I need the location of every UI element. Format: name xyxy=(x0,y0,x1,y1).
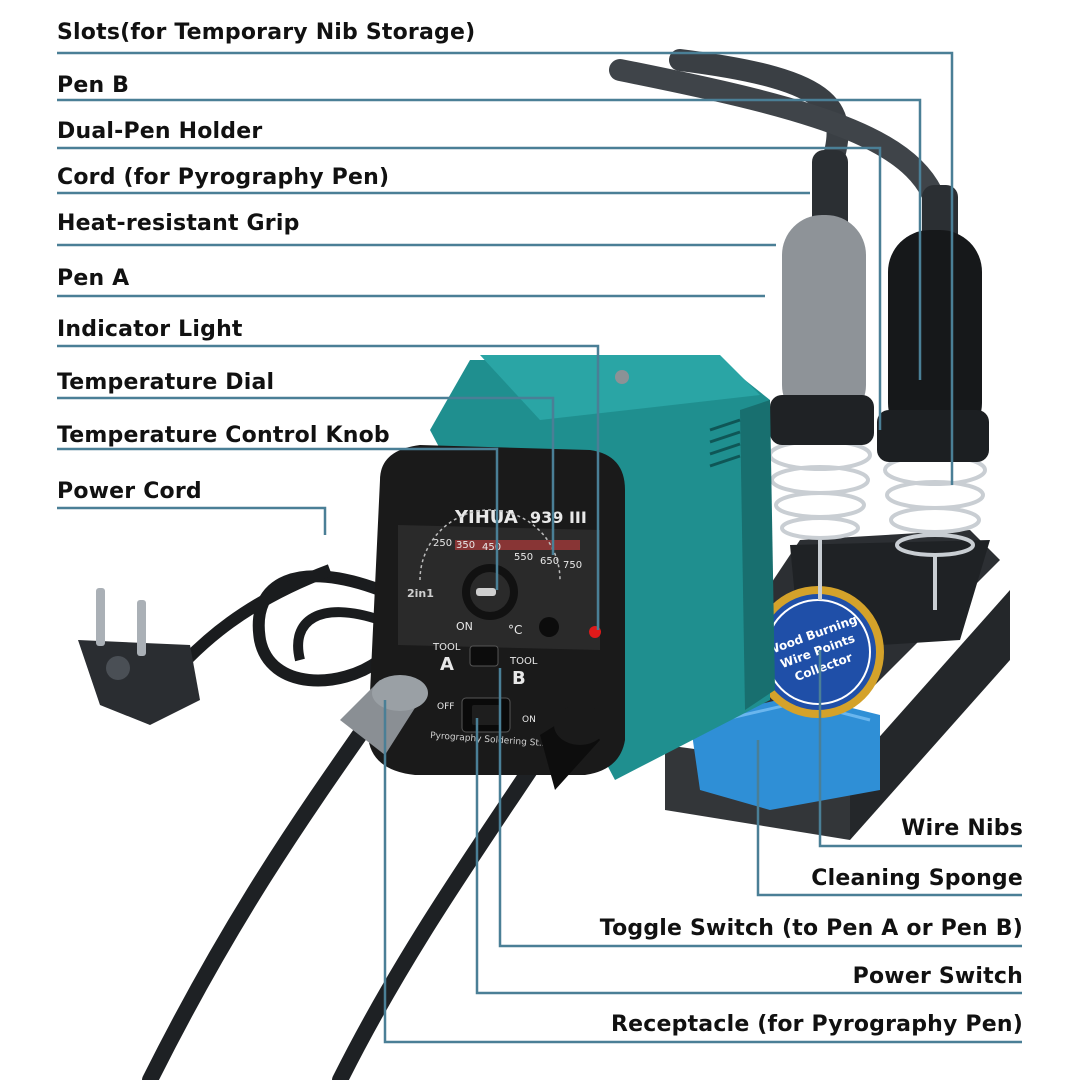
nib-collector-tin: Wood Burning Wire Points Collector xyxy=(752,586,884,718)
receptacles xyxy=(340,675,606,790)
power-plug xyxy=(78,588,200,725)
holder-coils xyxy=(768,439,987,610)
model-text: 939 III xyxy=(530,508,587,527)
label-slots: Slots(for Temporary Nib Storage) xyxy=(57,20,476,45)
pen-b xyxy=(877,185,989,462)
label-pen-b: Pen B xyxy=(57,73,130,98)
scale-250: 250 xyxy=(433,538,452,549)
label-cleaning-sponge: Cleaning Sponge xyxy=(811,866,1023,891)
tool-a-letter: A xyxy=(440,654,454,675)
leader-lines xyxy=(57,51,1022,1044)
label-indicator-light: Indicator Light xyxy=(57,317,243,342)
off-label: OFF xyxy=(437,702,454,712)
scale-550: 550 xyxy=(514,552,533,563)
tool-b-caption: TOOL xyxy=(509,656,538,667)
scale-350: 350 xyxy=(456,540,475,551)
label-power-switch: Power Switch xyxy=(852,964,1023,989)
label-receptacle: Receptacle (for Pyrography Pen) xyxy=(611,1012,1023,1037)
on-switch-label: ON xyxy=(522,715,536,725)
scale-650: 650 xyxy=(540,556,559,567)
label-toggle-switch: Toggle Switch (to Pen A or Pen B) xyxy=(599,916,1023,941)
unit-label: °C xyxy=(508,623,522,637)
scale-750: 750 xyxy=(563,560,582,571)
label-cord: Cord (for Pyrography Pen) xyxy=(57,165,390,190)
label-wire-nibs: Wire Nibs xyxy=(901,816,1023,841)
label-pen-a: Pen A xyxy=(57,266,130,291)
tool-b-letter: B xyxy=(512,668,526,689)
label-temperature-knob: Temperature Control Knob xyxy=(57,423,390,448)
on-label: ON xyxy=(456,620,473,633)
label-temperature-dial: Temperature Dial xyxy=(57,370,275,395)
scale-450: 450 xyxy=(482,542,501,553)
tool-a-caption: TOOL xyxy=(432,642,461,653)
label-grip: Heat-resistant Grip xyxy=(57,211,300,236)
brand-text: YIHUA xyxy=(454,507,518,528)
label-power-cord: Power Cord xyxy=(57,479,202,504)
pen-a xyxy=(770,150,874,445)
badge-2in1: 2in1 xyxy=(407,587,434,600)
label-dual-pen-holder: Dual-Pen Holder xyxy=(57,119,263,144)
